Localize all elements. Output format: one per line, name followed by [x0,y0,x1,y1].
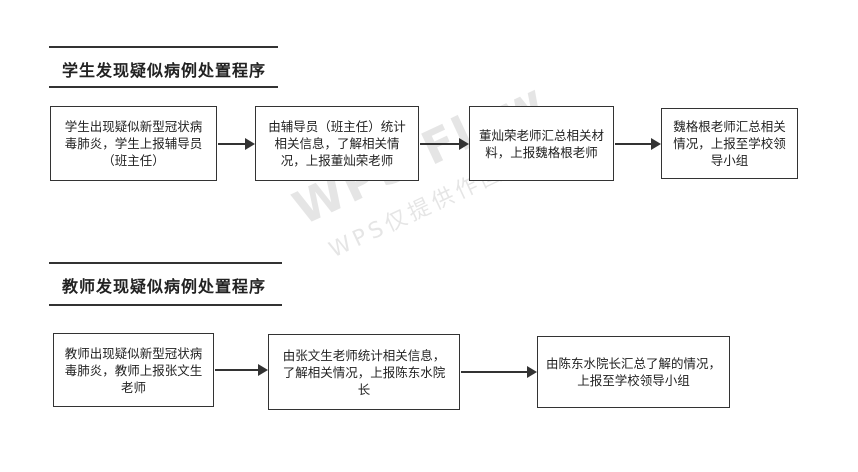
student-step-1: 学生出现疑似新型冠状病毒肺炎，学生上报辅导员（班主任） [50,106,217,181]
teacher-step-2: 由张文生老师统计相关信息，了解相关情况，上报陈东水院长 [268,334,460,410]
student-step-4: 魏格根老师汇总相关情况，上报至学校领导小组 [661,108,798,179]
arrow-teacher-1-2 [215,364,268,376]
arrow-student-2-3 [420,138,469,150]
arrow-teacher-2-3 [461,366,537,378]
arrow-student-1-2 [218,138,255,150]
section-title-student: 学生发现疑似病例处置程序 [49,46,278,88]
arrow-student-3-4 [615,138,661,150]
section-title-teacher: 教师发现疑似病例处置程序 [49,262,282,306]
student-step-2: 由辅导员（班主任）统计相关信息，了解相关情况，上报董灿荣老师 [255,106,419,181]
teacher-step-3: 由陈东水院长汇总了解的情况，上报至学校领导小组 [537,336,730,408]
teacher-step-1: 教师出现疑似新型冠状病毒肺炎，教师上报张文生老师 [53,333,214,407]
student-step-3: 董灿荣老师汇总相关材料，上报魏格根老师 [469,106,614,181]
